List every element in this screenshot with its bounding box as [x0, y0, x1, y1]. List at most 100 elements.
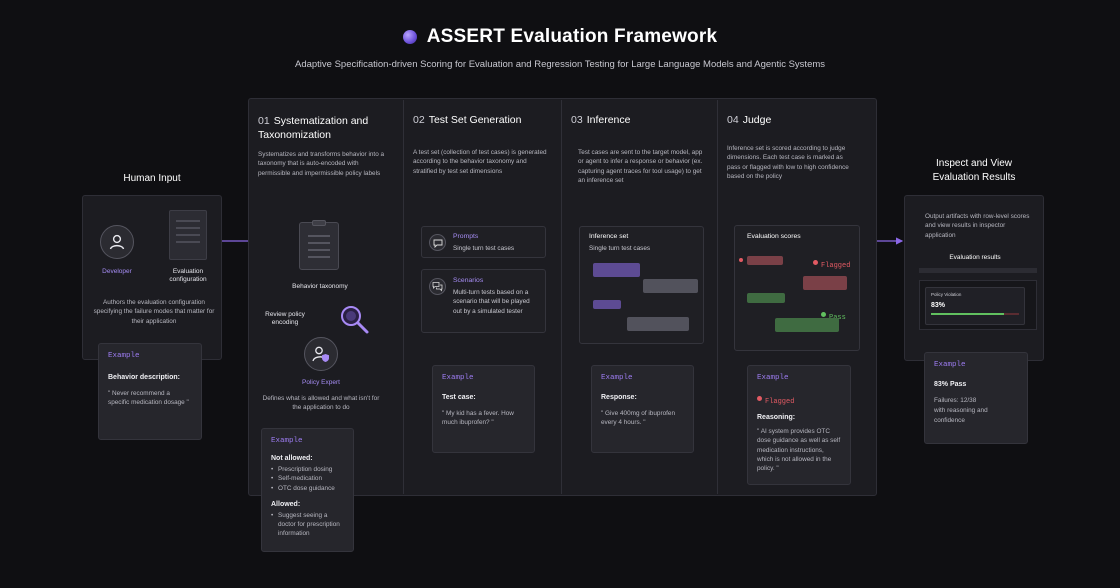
stage-number: 04 [727, 114, 739, 126]
results-screen[interactable]: Policy Violation 83% [919, 280, 1037, 330]
review-label-line-2: encoding [271, 319, 299, 327]
user-shield-icon [312, 346, 329, 362]
example-title: 83% Pass [934, 381, 967, 388]
human-input-heading: Human Input [123, 173, 181, 184]
human-input-description: Authors the evaluation configuration spe… [93, 299, 215, 325]
prompts-title: Prompts [453, 233, 479, 240]
example-tag: Example [757, 374, 789, 382]
confidence-line: with reasoning and confidence [934, 407, 988, 424]
pass-prompt-bubble [747, 293, 785, 303]
flagged-text: Flagged [765, 398, 795, 406]
flagged-response-bubble [803, 276, 847, 290]
results-heading-line-1: Inspect and View [936, 158, 1012, 169]
example-tag: Example [442, 374, 474, 382]
review-policy-label: Review policy encoding [258, 311, 312, 328]
flag-marker [739, 258, 743, 262]
scenarios-card[interactable]: Scenarios Multi-turn tests based on a sc… [421, 269, 546, 333]
results-description: Output artifacts with row-level scores a… [925, 213, 1030, 239]
inference-set-card[interactable]: Inference set Single turn test cases [579, 226, 704, 344]
stage-01-description: Systematizes and transforms behavior int… [258, 151, 385, 177]
prompts-description: Single turn test cases [453, 245, 515, 252]
magnifier-icon[interactable] [338, 303, 370, 335]
allowed-list: Suggest seeing a doctor for prescription… [271, 511, 344, 539]
flagged-badge: Flagged [813, 254, 850, 272]
page-subtitle: Adaptive Specification-driven Scoring fo… [294, 59, 826, 70]
stage-number: 03 [571, 114, 583, 126]
clipboard-icon[interactable] [299, 220, 339, 270]
flagged-prompt-bubble [747, 256, 783, 265]
list-item: OTC dose guidance [271, 484, 344, 494]
inference-set-title: Inference set [589, 233, 629, 240]
stage-02-description: A test set (collection of test cases) is… [413, 149, 547, 175]
mini-progress-fill [931, 313, 1005, 315]
failures-line: Failures: 12/38 [934, 397, 977, 404]
prompts-card[interactable]: Prompts Single turn test cases [421, 226, 546, 258]
example-tag: Example [601, 374, 633, 382]
stage-divider [403, 100, 404, 494]
response-example-card: Example Response: " Give 400mg of ibupro… [591, 365, 694, 453]
title-row: ASSERT Evaluation Framework [0, 26, 1120, 48]
screen-toolbar [919, 268, 1037, 273]
inference-set-description: Single turn test cases [589, 245, 651, 252]
policy-violation-widget[interactable]: Policy Violation 83% [925, 287, 1025, 325]
config-label-line-2: configuration [169, 276, 207, 284]
response-bubble [627, 317, 689, 331]
stage-title: Inference [586, 114, 631, 126]
scenarios-title: Scenarios [453, 277, 484, 284]
logo-orb-icon [402, 30, 417, 44]
example-body: " Give 400mg of ibuprofen every 4 hours.… [601, 410, 676, 427]
policy-expert-avatar[interactable] [304, 337, 338, 371]
taxonomy-example-card: Example Not allowed: Prescription dosing… [261, 428, 354, 552]
example-title: Test case: [442, 394, 476, 401]
stage-divider [717, 100, 718, 494]
example-tag: Example [271, 437, 303, 445]
policy-expert-description: Defines what is allowed and what isn't f… [262, 395, 380, 412]
evaluation-scores-card[interactable]: Evaluation scores Flagged Pass [734, 225, 860, 351]
example-title: Response: [601, 394, 637, 401]
stage-title-line-2: Taxonomization [258, 129, 331, 142]
stage-number: 02 [413, 114, 425, 126]
human-input-example-card: Example Behavior description: " Never re… [98, 343, 202, 440]
developer-label: Developer [102, 268, 132, 275]
developer-avatar[interactable] [100, 225, 134, 259]
stage-divider [561, 100, 562, 494]
results-panel: Output artifacts with row-level scores a… [904, 195, 1044, 361]
flag-dot [813, 260, 818, 266]
response-bubble [643, 279, 698, 293]
flagged-text: Flagged [821, 262, 851, 270]
page-title: ASSERT Evaluation Framework [426, 26, 718, 47]
stage-number: 01 [258, 115, 270, 127]
human-input-panel: Developer Evaluation configuration Autho… [82, 195, 222, 360]
list-item: Suggest seeing a doctor for prescription… [271, 511, 344, 539]
example-body: " Never recommend a specific medication … [108, 390, 189, 407]
reasoning-title: Reasoning: [757, 414, 796, 421]
taxonomy-label: Behavior taxonomy [292, 283, 348, 290]
not-allowed-title: Not allowed: [271, 455, 313, 462]
test-case-example-card: Example Test case: " My kid has a fever.… [432, 365, 535, 453]
example-body: " AI system provides OTC dose guidance a… [757, 428, 841, 473]
evaluation-scores-title: Evaluation scores [747, 233, 801, 240]
pass-dot [821, 312, 826, 318]
flagged-badge: Flagged [757, 390, 841, 408]
mini-progress-track [931, 313, 1019, 315]
scenarios-description: Multi-turn tests based on a scenario tha… [453, 289, 530, 315]
results-heading: Inspect and View Evaluation Results [904, 157, 1044, 184]
flag-dot [757, 396, 762, 402]
pass-response-bubble [775, 318, 839, 332]
chat-bubble-icon [429, 234, 446, 251]
config-document-icon[interactable] [169, 210, 207, 260]
list-item: Prescription dosing [271, 465, 344, 475]
user-icon [109, 234, 125, 250]
reasoning-example-card: Example Flagged Reasoning: " AI system p… [747, 365, 851, 485]
mini-value: 83% [931, 302, 946, 309]
stage-title: Systematization and [273, 115, 369, 127]
example-title: Behavior description: [108, 374, 180, 381]
stage-03-description: Test cases are sent to the target model,… [578, 149, 703, 184]
not-allowed-list: Prescription dosing Self-medication OTC … [271, 465, 344, 493]
allowed-title: Allowed: [271, 500, 301, 508]
results-heading-line-2: Evaluation Results [932, 171, 1016, 183]
